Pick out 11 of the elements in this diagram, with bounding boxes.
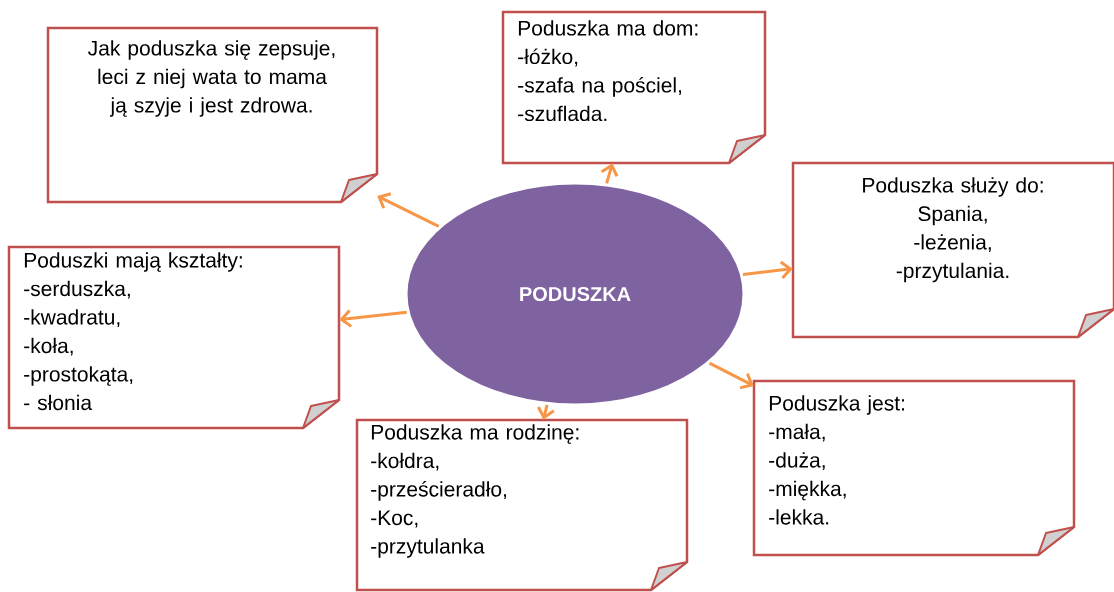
note-box: Poduszka jest: -mała, -duża, -miękka, -lekka.: [752, 379, 1076, 557]
note-box: Jak poduszka się zepsuje, leci z niej wata to mama ją szyje i jest zdrowa.: [46, 26, 379, 204]
arrow: [708, 361, 754, 390]
arrow: [742, 260, 793, 279]
note-box: Poduszki mają kształty: -serduszka, -kwadratu, -koła, -prostokąta, - słonia: [7, 245, 341, 430]
note-box: Poduszka ma rodzinę: -kołdra, -prześcieradło, -Koc, -przytulanka: [355, 418, 689, 592]
arrow: [600, 163, 619, 184]
arrow: [377, 192, 440, 228]
note-box: Poduszka służy do: Spania, -leżenia, -przytulania.: [791, 161, 1114, 339]
arrow: [339, 309, 407, 328]
note-box: Poduszka ma dom: -łóżko, -szafa na pościel, -szuflada.: [501, 10, 767, 165]
